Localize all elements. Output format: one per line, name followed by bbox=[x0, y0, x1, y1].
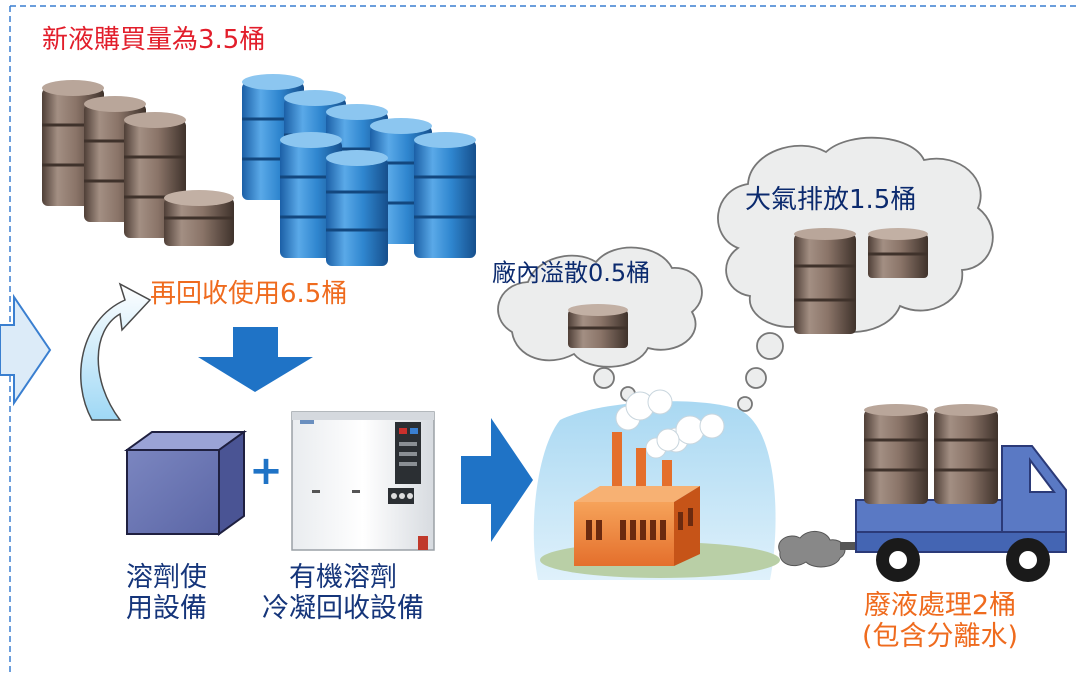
solvent-equipment-label: 溶劑使 用設備 bbox=[126, 562, 207, 624]
solvent-equipment-label-line2: 用設備 bbox=[126, 593, 207, 625]
input-arrow-icon bbox=[0, 293, 52, 407]
recovery-equipment-label-line1: 有機溶劑 bbox=[289, 562, 397, 593]
plus-sign: + bbox=[249, 448, 283, 494]
drum-icon bbox=[934, 404, 998, 504]
half-drum-icon bbox=[868, 228, 928, 278]
right-arrow-icon bbox=[461, 418, 533, 542]
recovery-equipment-label: 有機溶劑 冷凝回收設備 bbox=[262, 562, 424, 624]
waste-treatment-label: 廢液處理2桶 (包含分離水) bbox=[862, 590, 1018, 652]
half-drum-icon bbox=[568, 304, 628, 348]
recovery-equipment-label-line2: 冷凝回收設備 bbox=[262, 593, 424, 625]
half-drum-icon bbox=[164, 190, 234, 246]
drum-icon bbox=[794, 228, 856, 334]
drum-icon bbox=[864, 404, 928, 504]
recycle-label: 再回收使用6.5桶 bbox=[150, 279, 348, 309]
factory-icon bbox=[533, 389, 780, 580]
blue-drum-group-recycled bbox=[242, 74, 476, 266]
drum-icon bbox=[414, 132, 476, 258]
plant-spill-label: 廠內溢散0.5桶 bbox=[492, 259, 651, 287]
down-arrow-icon bbox=[198, 327, 313, 392]
condensation-recovery-machine bbox=[291, 411, 435, 551]
waste-treatment-label-line1: 廢液處理2桶 bbox=[863, 590, 1017, 621]
solvent-equipment-label-line1: 溶劑使 bbox=[126, 562, 207, 593]
new-purchase-label: 新液購買量為3.5桶 bbox=[42, 25, 266, 55]
waste-treatment-label-line2: (包含分離水) bbox=[862, 621, 1019, 653]
air-emission-label: 大氣排放1.5桶 bbox=[745, 185, 917, 215]
recycle-curved-arrow-icon bbox=[80, 282, 152, 421]
drum-icon bbox=[326, 150, 388, 266]
brown-drum-group-new bbox=[42, 80, 234, 246]
solvent-equipment-cube bbox=[123, 430, 248, 536]
waste-truck-icon bbox=[778, 445, 1067, 582]
